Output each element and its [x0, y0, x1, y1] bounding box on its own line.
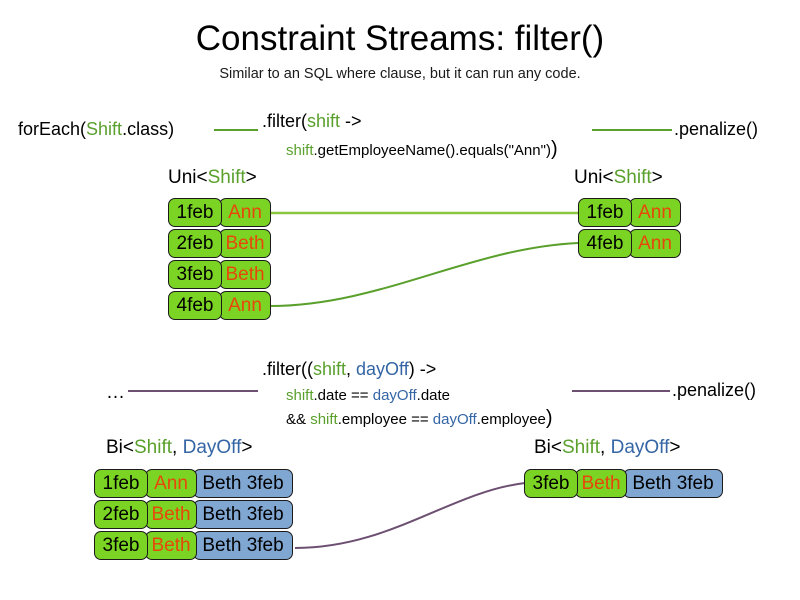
tuple-dayoff: Beth 3feb [193, 500, 293, 529]
bi-filter-line3-mid: .employee == [337, 411, 433, 428]
bi-filter-line2-var1: shift [286, 387, 314, 404]
bi-filter-and: && [286, 411, 311, 428]
uni-input-type: Shift [207, 167, 246, 188]
uni-filter-line1: .filter(shift -> [262, 110, 362, 133]
bi-output-suffix: > [669, 437, 681, 458]
bi-filter-line2-mid: .date == [313, 387, 373, 404]
tuple-dayoff: Beth 3feb [623, 469, 723, 498]
bi-filter-line3-var1: shift [310, 411, 338, 428]
bi-filter-line2-var2: dayOff [372, 387, 417, 404]
tuple-shift-employee: Beth [145, 531, 197, 560]
foreach-source-label: forEach(Shift.class) [18, 118, 174, 141]
foreach-prefix: forEach( [18, 119, 87, 139]
foreach-type: Shift [86, 119, 123, 139]
tuple-shift-date: 2feb [168, 229, 222, 258]
tuple-shift-employee: Beth [145, 500, 197, 529]
uni-penalize-label: .penalize() [674, 119, 759, 139]
tuple-shift-date: 4feb [168, 291, 222, 320]
bi-filter-prefix: .filter(( [262, 359, 313, 379]
tuple-shift-employee: Beth [219, 229, 271, 258]
tuple-shift-date: 3feb [168, 260, 222, 289]
bi-input-stream-label: Bi<Shift, DayOff> [106, 436, 252, 459]
bi-filter-param2: dayOff [356, 359, 409, 379]
bi-source-ellipsis: … [106, 382, 125, 403]
tuple-dayoff: Beth 3feb [193, 469, 293, 498]
tuple-shift-employee: Ann [629, 198, 681, 227]
page-title: Constraint Streams: filter() [195, 19, 605, 58]
bi-output-prefix: Bi< [534, 437, 562, 458]
uni-filter-close-paren: ) [550, 138, 558, 160]
foreach-suffix: .class) [122, 119, 175, 139]
uni-output-type: Shift [613, 167, 652, 188]
tuple-shift-employee: Beth [219, 260, 271, 289]
bi-filter-comma: , [346, 359, 357, 379]
uni-input-prefix: Uni< [168, 167, 208, 188]
tuple-shift-date: 3feb [524, 469, 578, 498]
uni-output-stream-label: Uni<Shift> [574, 166, 663, 189]
bi-filter-arrow: ) -> [408, 359, 437, 379]
bi-output-stream-label: Bi<Shift, DayOff> [534, 436, 680, 459]
uni-input-stream-label: Uni<Shift> [168, 166, 257, 189]
tuple-dayoff: Beth 3feb [193, 531, 293, 560]
bi-output-type2: DayOff [610, 437, 670, 458]
bi-filter-param1: shift [313, 359, 347, 379]
bi-output-type1: Shift [562, 437, 601, 458]
bi-filter-line1: .filter((shift, dayOff) -> [262, 358, 436, 381]
uni-output-suffix: > [651, 167, 663, 188]
tuple-shift-employee: Ann [629, 229, 681, 258]
tuple-shift-date: 1feb [168, 198, 222, 227]
uni-filter-line2: shift.getEmployeeName().equals("Ann")) [286, 139, 558, 161]
tuple-shift-employee: Ann [219, 291, 271, 320]
bi-input-prefix: Bi< [106, 437, 134, 458]
uni-filter-param: shift [307, 111, 341, 131]
bi-filter-line3: && shift.employee == dayOff.employee) [286, 408, 553, 430]
wire-uni-4feb [269, 242, 579, 307]
tuple-shift-date: 4feb [578, 229, 632, 258]
bi-filter-line3-end: .employee [476, 411, 546, 428]
uni-filter-var: shift [286, 142, 314, 159]
bi-filter-line2: shift.date == dayOff.date [286, 385, 450, 406]
bi-penalize-label: .penalize() [672, 380, 757, 400]
bi-input-comma: , [172, 437, 183, 458]
tuple-shift-date: 1feb [94, 469, 148, 498]
uni-output-prefix: Uni< [574, 167, 614, 188]
uni-filter-prefix: .filter( [262, 111, 307, 131]
uni-filter-expr: .getEmployeeName().equals("Ann") [313, 142, 551, 159]
bi-filter-close-paren: ) [545, 407, 553, 429]
bi-input-type2: DayOff [182, 437, 242, 458]
tuple-shift-employee: Beth [575, 469, 627, 498]
uni-input-suffix: > [245, 167, 257, 188]
page-subtitle: Similar to an SQL where clause, but it c… [219, 66, 581, 82]
bi-filter-line2-end: .date [416, 387, 451, 404]
bi-input-type1: Shift [134, 437, 173, 458]
bi-filter-line3-var2: dayOff [432, 411, 477, 428]
uni-filter-arrow: -> [340, 111, 362, 131]
wire-bi-3feb [294, 482, 526, 549]
tuple-shift-date: 3feb [94, 531, 148, 560]
tuple-shift-date: 1feb [578, 198, 632, 227]
tuple-shift-employee: Ann [219, 198, 271, 227]
tuple-shift-date: 2feb [94, 500, 148, 529]
tuple-shift-employee: Ann [145, 469, 197, 498]
bi-input-suffix: > [241, 437, 253, 458]
bi-output-comma: , [600, 437, 611, 458]
